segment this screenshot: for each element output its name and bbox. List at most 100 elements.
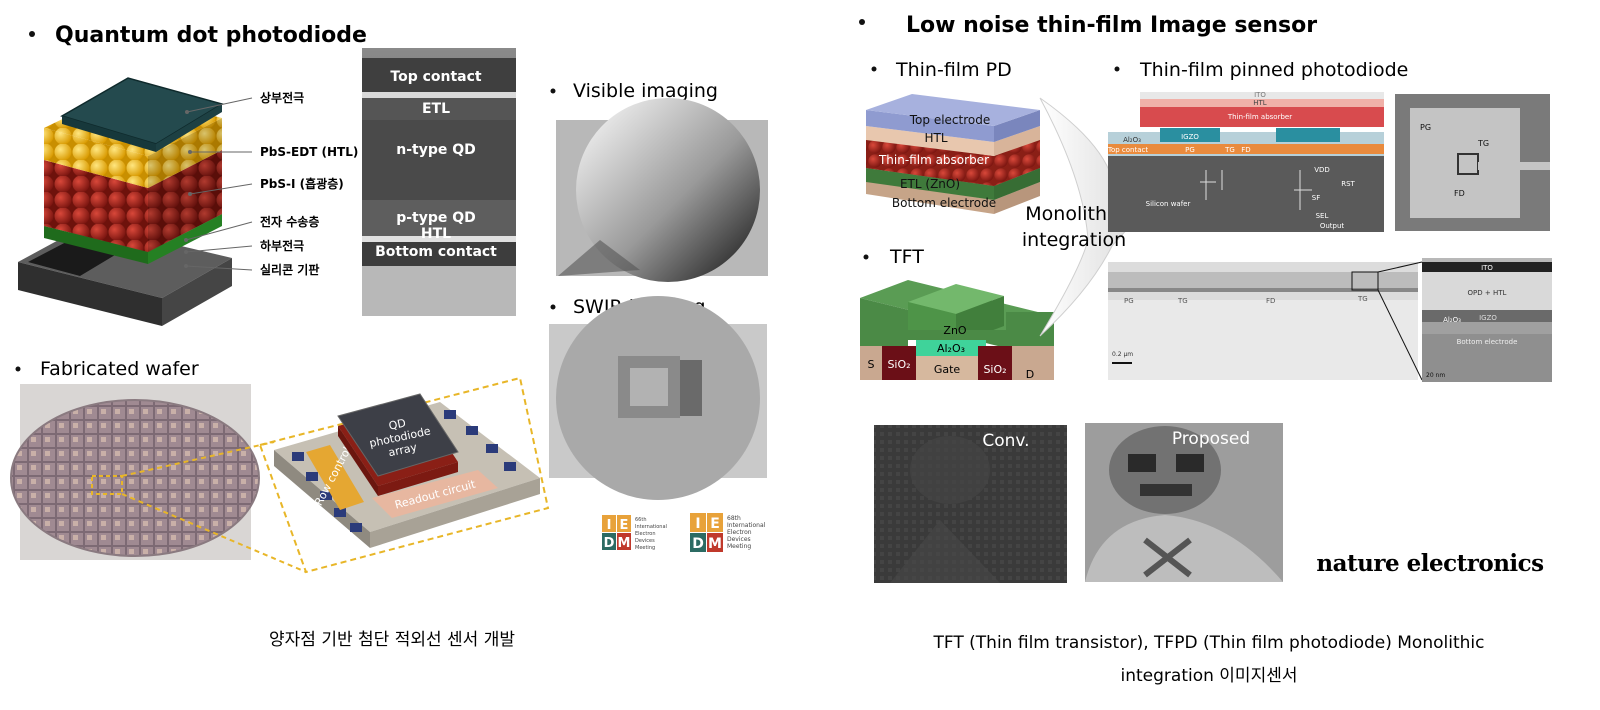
- right-caption-line1: TFT (Thin film transistor), TFPD (Thin f…: [933, 633, 1485, 653]
- svg-text:Al₂O₃: Al₂O₃: [1443, 316, 1461, 324]
- svg-text:Gate: Gate: [934, 363, 961, 376]
- tft-section: TFT ZnO Al₂O₃ S SiO₂ Gate SiO₂ D: [860, 246, 1054, 381]
- svg-text:68th: 68th: [727, 515, 741, 522]
- svg-text:TG: TG: [1477, 139, 1489, 148]
- svg-text:Meeting: Meeting: [635, 545, 655, 551]
- iedm-logos: I E D M 66th International Electron Devi…: [602, 513, 766, 552]
- svg-text:Thin-film absorber: Thin-film absorber: [878, 153, 989, 167]
- label-pbs-i: PbS-I (흡광층): [260, 176, 344, 191]
- svg-text:Al₂O₃: Al₂O₃: [937, 342, 965, 355]
- swir-imaging: SWIR imaging: [549, 296, 767, 500]
- svg-text:HTL: HTL: [924, 131, 947, 145]
- svg-text:ETL: ETL: [422, 101, 450, 117]
- label-si-substrate: 실리콘 기판: [260, 262, 319, 277]
- svg-text:S: S: [868, 358, 875, 371]
- svg-text:integration: integration: [1022, 229, 1126, 251]
- svg-text:FD: FD: [1454, 189, 1465, 198]
- svg-text:PG: PG: [1124, 297, 1134, 305]
- pinned-pd-section: Thin-film pinned photodiode ITO HTL Thin…: [1107, 59, 1552, 382]
- svg-text:TFT: TFT: [889, 246, 924, 268]
- svg-text:p-type QD: p-type QD: [396, 210, 476, 226]
- svg-text:n-type QD: n-type QD: [396, 142, 476, 158]
- svg-text:M: M: [618, 536, 631, 551]
- svg-text:International: International: [727, 522, 766, 529]
- svg-text:HTL: HTL: [421, 226, 451, 242]
- svg-text:Monolithic: Monolithic: [1025, 203, 1122, 225]
- svg-text:Thin-film PD: Thin-film PD: [895, 59, 1012, 81]
- iedm-logo-68: I E D M 68th International Electron Devi…: [690, 513, 766, 552]
- svg-text:Electron: Electron: [727, 529, 752, 536]
- svg-text:TG: TG: [1357, 295, 1368, 303]
- svg-text:E: E: [620, 518, 629, 533]
- monolithic-arrow: Monolithic integration: [1022, 97, 1149, 337]
- svg-text:ITO: ITO: [1481, 264, 1493, 272]
- svg-text:Electron: Electron: [635, 531, 656, 537]
- svg-text:M: M: [708, 536, 722, 552]
- nature-electronics-logo: nature electronics: [1316, 550, 1543, 577]
- svg-text:Proposed: Proposed: [1172, 429, 1250, 449]
- svg-text:Silicon wafer: Silicon wafer: [1146, 200, 1191, 208]
- svg-text:D: D: [1026, 368, 1034, 381]
- svg-text:Output: Output: [1320, 222, 1345, 230]
- label-top-electrode: 상부전극: [260, 90, 304, 105]
- chip-diagram: Row control Readout circuit QDphotodiode…: [258, 376, 550, 574]
- label-bottom-electrode: 하부전극: [260, 238, 304, 253]
- svg-text:Bottom electrode: Bottom electrode: [892, 196, 996, 210]
- label-pbs-edt: PbS-EDT (HTL): [260, 145, 358, 159]
- svg-text:0.2 μm: 0.2 μm: [1112, 351, 1133, 358]
- right-caption-line2: integration 이미지센서: [1121, 666, 1298, 686]
- svg-text:FD: FD: [1241, 146, 1250, 154]
- svg-text:VDD: VDD: [1314, 166, 1330, 174]
- iedm-logo-66: I E D M 66th International Electron Devi…: [602, 515, 667, 551]
- visible-imaging: Visible imaging: [550, 80, 768, 282]
- left-title: Quantum dot photodiode: [29, 23, 367, 48]
- svg-text:D: D: [692, 536, 704, 552]
- svg-text:HTL: HTL: [1253, 99, 1267, 107]
- svg-text:Conv.: Conv.: [982, 431, 1029, 451]
- svg-text:Devices: Devices: [635, 538, 655, 544]
- label-etl: 전자 수송층: [260, 214, 319, 229]
- left-caption: 양자점 기반 첨단 적외선 센서 개발: [269, 630, 515, 650]
- svg-text:D: D: [604, 536, 615, 551]
- conv-image: Conv.: [874, 425, 1067, 583]
- svg-text:PG: PG: [1420, 123, 1431, 132]
- svg-text:FD: FD: [1266, 297, 1275, 305]
- proposed-image: Proposed: [1085, 423, 1283, 582]
- svg-text:TG: TG: [1177, 297, 1188, 305]
- svg-text:RST: RST: [1341, 180, 1355, 188]
- svg-text:Devices: Devices: [727, 536, 751, 543]
- svg-text:Quantum dot photodiode: Quantum dot photodiode: [55, 23, 367, 48]
- svg-text:Bottom electrode: Bottom electrode: [1457, 338, 1518, 346]
- svg-text:IGZO: IGZO: [1181, 133, 1199, 141]
- svg-text:Top contact: Top contact: [1107, 146, 1148, 154]
- svg-text:66th: 66th: [635, 517, 647, 523]
- right-title: Low noise thin-film Image sensor: [859, 13, 1317, 38]
- svg-text:SF: SF: [1312, 194, 1320, 202]
- tem-cross-section: Top contact ETL n-type QD p-type QD HTL …: [362, 48, 516, 316]
- svg-text:E: E: [710, 516, 720, 532]
- svg-text:Thin-film absorber: Thin-film absorber: [1227, 113, 1292, 121]
- svg-text:Fabricated wafer: Fabricated wafer: [40, 358, 199, 380]
- svg-text:20 nm: 20 nm: [1426, 372, 1445, 379]
- svg-text:International: International: [635, 524, 667, 530]
- svg-text:Visible imaging: Visible imaging: [573, 80, 718, 102]
- svg-text:SiO₂: SiO₂: [983, 363, 1006, 376]
- svg-text:ZnO: ZnO: [943, 324, 967, 337]
- svg-text:ITO: ITO: [1254, 91, 1266, 99]
- svg-text:Top electrode: Top electrode: [909, 113, 990, 127]
- svg-text:ETL (ZnO): ETL (ZnO): [900, 177, 960, 191]
- svg-text:Bottom contact: Bottom contact: [375, 244, 497, 260]
- svg-text:TG: TG: [1224, 146, 1235, 154]
- stack-labels: 상부전극 PbS-EDT (HTL) PbS-I (흡광층) 전자 수송층 하부…: [184, 90, 358, 277]
- svg-text:Top contact: Top contact: [390, 69, 482, 85]
- fabricated-wafer-section: Fabricated wafer: [10, 358, 307, 573]
- svg-text:Al₂O₃: Al₂O₃: [1123, 136, 1141, 144]
- svg-text:SiO₂: SiO₂: [887, 358, 910, 371]
- thin-film-pd: Thin-film PD Top electrode HTL Thin-film…: [866, 59, 1040, 214]
- svg-text:Low noise thin-film Image sens: Low noise thin-film Image sensor: [906, 13, 1317, 38]
- qd-stack-illustration: [18, 77, 232, 326]
- svg-text:IGZO: IGZO: [1479, 314, 1497, 322]
- svg-text:I: I: [695, 516, 700, 532]
- svg-text:Thin-film pinned photodiode: Thin-film pinned photodiode: [1139, 59, 1408, 81]
